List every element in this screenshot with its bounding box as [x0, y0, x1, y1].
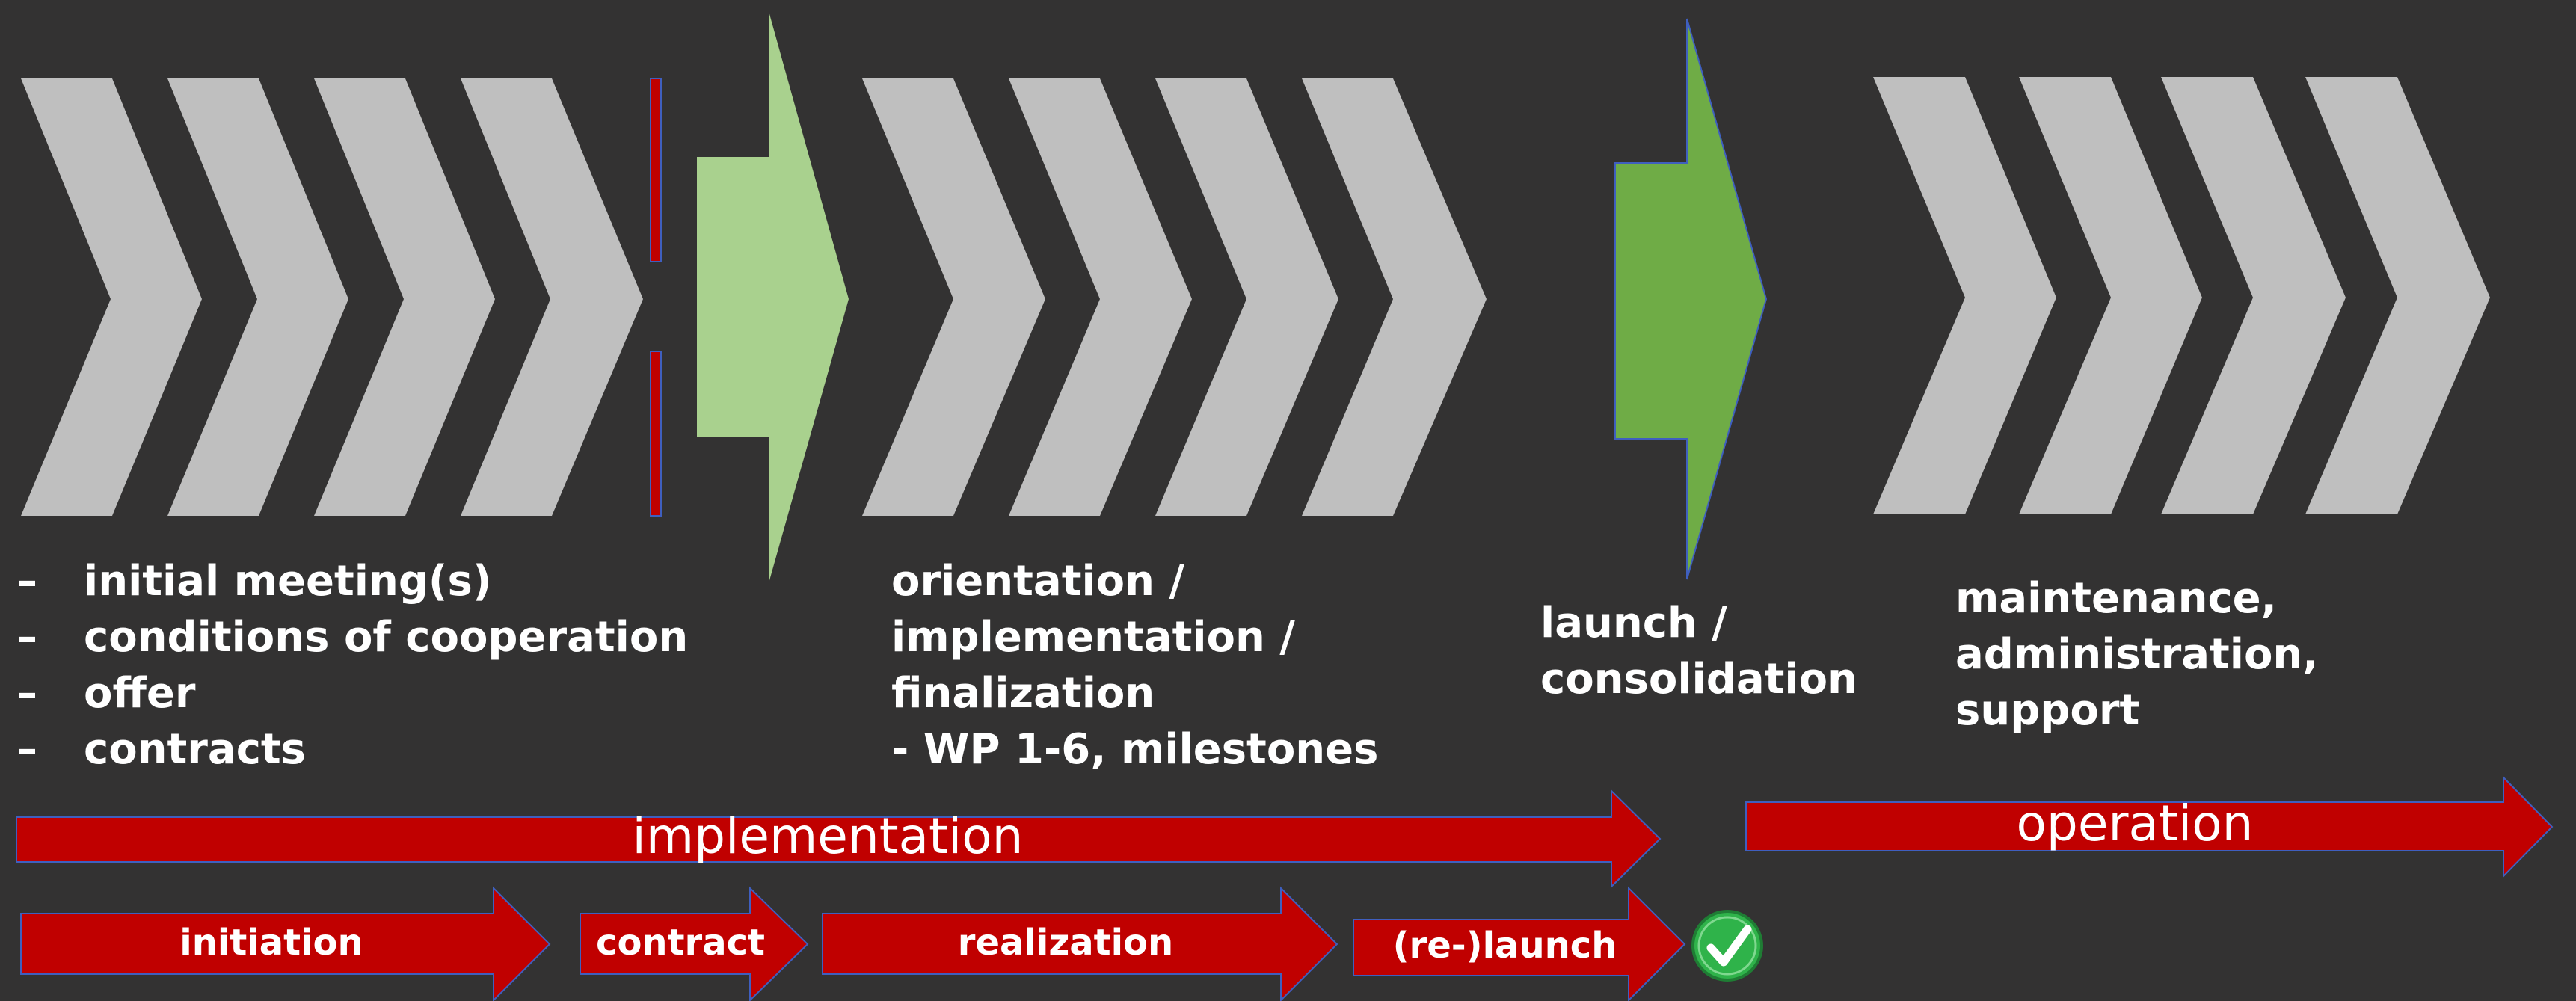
launch-line: launch / — [1540, 599, 1727, 647]
chevron — [862, 78, 1045, 516]
bullet-dash: – — [16, 613, 37, 662]
list-item-text: offer — [84, 669, 196, 718]
chevron-group-initiation — [21, 78, 643, 516]
list-item-text: initial meeting(s) — [84, 557, 492, 606]
launch-description: launch / consolidation — [1540, 595, 1857, 707]
realization-label: realization — [957, 922, 1174, 964]
initiation-bar — [20, 886, 551, 1001]
divider-bar-bottom — [650, 351, 662, 517]
chevron — [21, 78, 202, 516]
implementation-label: implementation — [632, 807, 1024, 865]
chevron — [1873, 77, 2056, 514]
list-item: – contracts — [16, 721, 688, 777]
chevron-group-realization — [862, 78, 1487, 516]
operation-description: maintenance, administration, support — [1955, 570, 2319, 739]
operation-line: administration, — [1955, 630, 2319, 679]
initiation-label: initiation — [179, 922, 363, 964]
operation-line: support — [1955, 686, 2140, 735]
initiation-bullet-list: – initial meeting(s) – conditions of coo… — [16, 553, 688, 777]
bullet-dash: – — [16, 557, 37, 606]
realization-description: orientation / implementation / finalizat… — [891, 553, 1378, 777]
chevron — [1302, 78, 1487, 516]
realization-line: finalization — [891, 669, 1155, 718]
list-item: – offer — [16, 665, 688, 721]
chevron — [167, 78, 348, 516]
list-item-text: contracts — [84, 725, 307, 774]
divider-bar-top — [650, 78, 662, 262]
chevron-group-operation — [1873, 77, 2490, 514]
launch-line: consolidation — [1540, 655, 1857, 703]
realization-line: orientation / — [891, 557, 1184, 606]
list-item: – initial meeting(s) — [16, 553, 688, 609]
chevron — [314, 78, 495, 516]
operation-line: maintenance, — [1955, 574, 2277, 623]
bullet-dash: – — [16, 725, 37, 774]
contract-label: contract — [595, 922, 765, 964]
chevron — [2019, 77, 2202, 514]
chevron — [1009, 78, 1192, 516]
realization-line: implementation / — [891, 613, 1295, 662]
relaunch-bar — [1353, 886, 1686, 1001]
realization-line: - WP 1-6, milestones — [891, 725, 1379, 774]
operation-bar — [1745, 775, 2554, 878]
relaunch-label: (re-)launch — [1392, 925, 1617, 967]
launch-arrow — [1614, 18, 1768, 580]
chevron — [461, 78, 643, 516]
contract-arrow — [697, 11, 849, 583]
realization-bar — [822, 886, 1338, 1001]
operation-label: operation — [2016, 795, 2254, 852]
list-item-text: conditions of cooperation — [84, 613, 689, 662]
implementation-bar — [16, 789, 1662, 889]
check-circle-icon — [1691, 910, 1763, 982]
bullet-dash: – — [16, 669, 37, 718]
contract-bar — [580, 886, 809, 1001]
chevron — [1155, 78, 1338, 516]
chevron — [2305, 77, 2490, 514]
chevron — [2161, 77, 2346, 514]
list-item: – conditions of cooperation — [16, 609, 688, 665]
